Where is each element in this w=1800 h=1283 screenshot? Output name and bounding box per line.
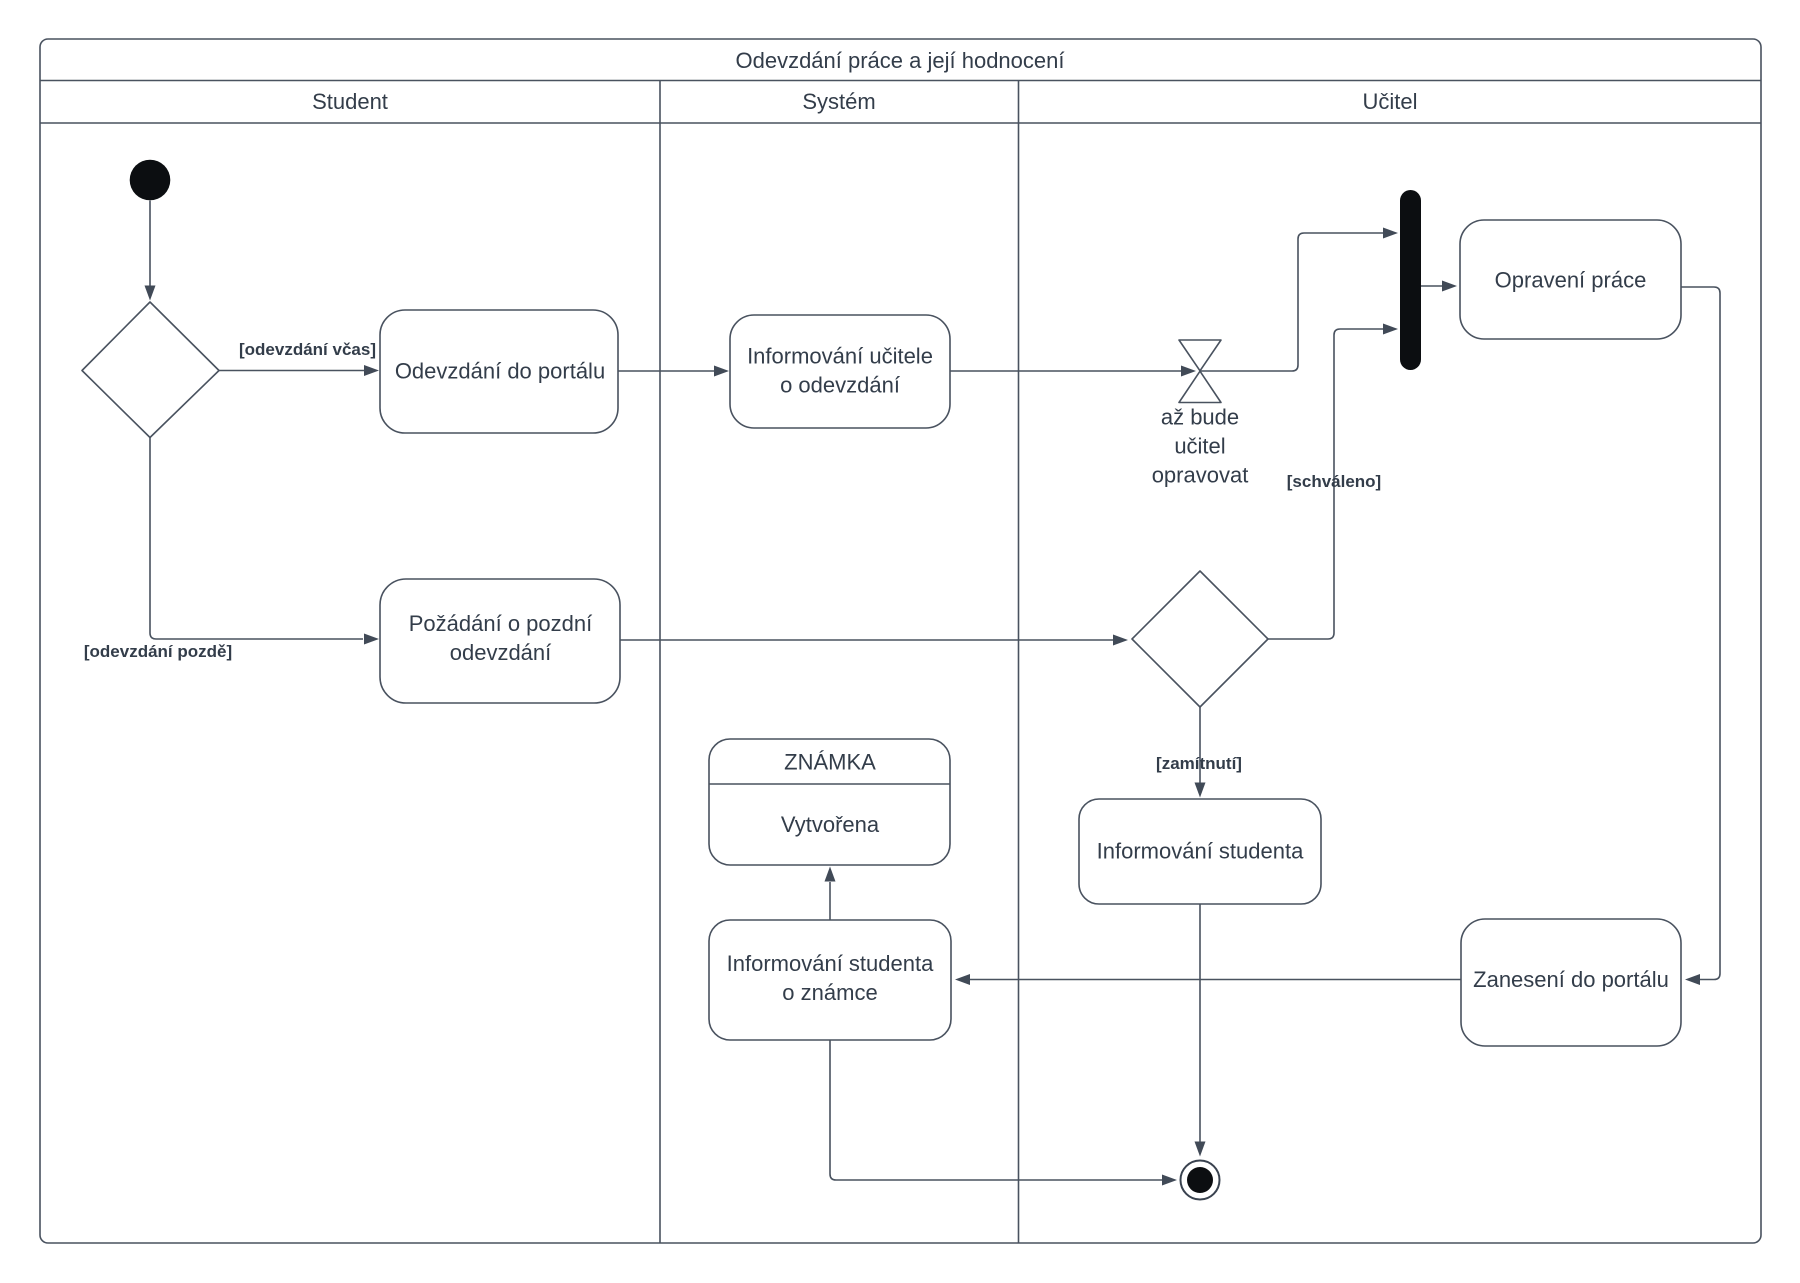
svg-text:až bude: až bude	[1161, 405, 1239, 430]
svg-text:Vytvořena: Vytvořena	[781, 812, 880, 837]
svg-text:Odevzdání do portálu: Odevzdání do portálu	[395, 359, 605, 384]
svg-text:Informování studenta: Informování studenta	[727, 951, 934, 976]
svg-text:Odevzdání práce a její hodnoce: Odevzdání práce a její hodnocení	[735, 48, 1064, 73]
svg-text:Učitel: Učitel	[1362, 89, 1417, 114]
svg-text:Požádání o pozdní: Požádání o pozdní	[409, 611, 592, 636]
svg-text:[schváleno]: [schváleno]	[1287, 472, 1381, 491]
svg-text:[odevzdání včas]: [odevzdání včas]	[239, 340, 376, 359]
svg-text:o známce: o známce	[782, 980, 877, 1005]
svg-text:[zamítnutí]: [zamítnutí]	[1156, 754, 1242, 773]
svg-text:o odevzdání: o odevzdání	[780, 373, 900, 398]
svg-text:Informování studenta: Informování studenta	[1097, 839, 1304, 864]
svg-text:[odevzdání pozdě]: [odevzdání pozdě]	[84, 642, 232, 661]
svg-text:Systém: Systém	[802, 89, 875, 114]
svg-text:opravovat: opravovat	[1152, 463, 1249, 488]
svg-text:Informování učitele: Informování učitele	[747, 344, 933, 369]
svg-text:Opravení práce: Opravení práce	[1495, 268, 1647, 293]
svg-text:odevzdání: odevzdání	[450, 640, 552, 665]
svg-text:Zanesení do portálu: Zanesení do portálu	[1473, 967, 1669, 992]
svg-text:učitel: učitel	[1174, 434, 1225, 459]
svg-text:Student: Student	[312, 89, 388, 114]
svg-text:ZNÁMKA: ZNÁMKA	[784, 750, 876, 775]
